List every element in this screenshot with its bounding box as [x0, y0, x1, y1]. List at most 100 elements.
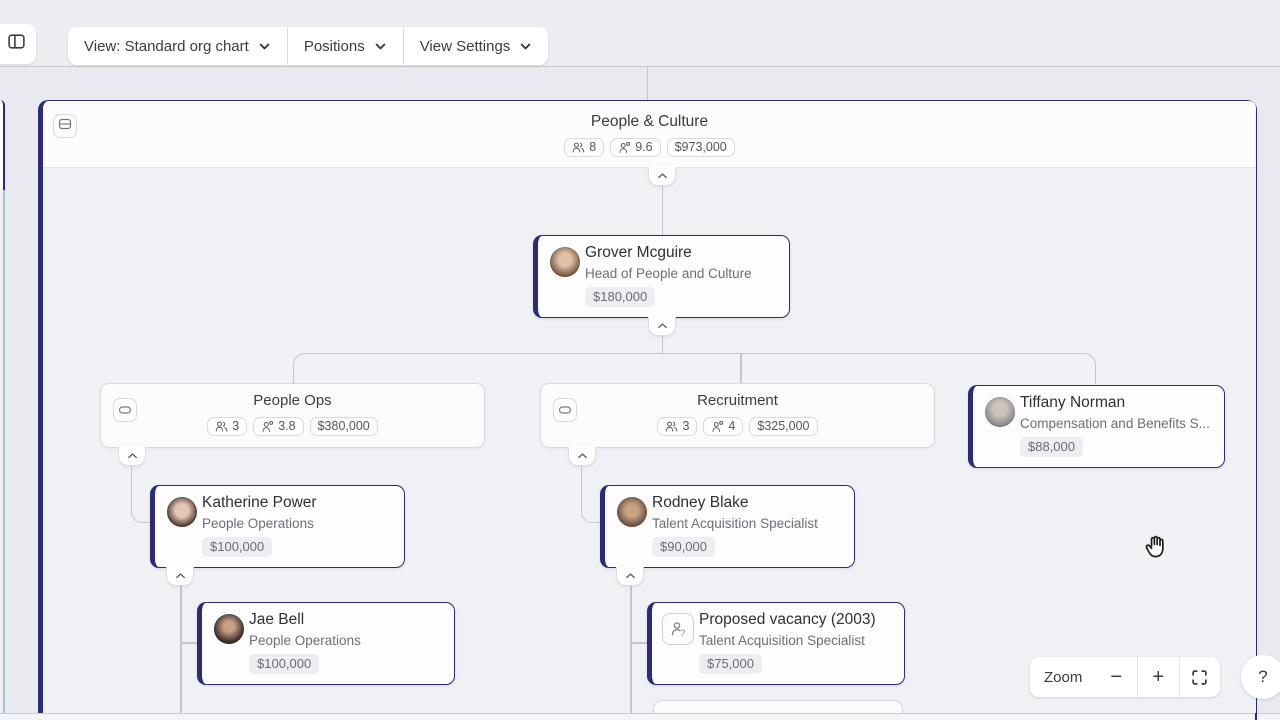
chevron-up-icon [127, 452, 137, 458]
person-job-title: People Operations [202, 516, 314, 531]
connector-line [181, 642, 197, 644]
person-fte-icon [262, 420, 274, 432]
vacancy-person-icon: ? [662, 613, 694, 645]
person-name: Tiffany Norman [1020, 394, 1126, 411]
avatar [167, 497, 197, 527]
avatar [617, 497, 647, 527]
person-job-title: Talent Acquisition Specialist [652, 516, 818, 531]
zoom-label: Zoom [1044, 668, 1083, 686]
salary-pill: $90,000 [652, 537, 715, 557]
person-name: Grover Mcguire [585, 244, 692, 261]
help-button[interactable]: ? [1241, 655, 1280, 699]
collapse-children-tab[interactable] [616, 566, 644, 586]
salary-pill: $75,000 [699, 654, 762, 674]
department-stats: 8 9.6 $973,000 [43, 138, 1256, 157]
help-label: ? [1258, 667, 1268, 686]
org-chart-canvas[interactable]: People & Culture 8 9.6 $973,000 [0, 67, 1280, 720]
department-title: People Ops [253, 392, 332, 409]
collapsed-group-icon [118, 406, 132, 414]
view-settings-dropdown-label: View Settings [419, 37, 511, 55]
person-card-vacancy[interactable]: ? Proposed vacancy (2003) Talent Acquisi… [647, 602, 905, 685]
people-icon [572, 142, 585, 152]
person-card-tiffany[interactable]: Tiffany Norman Compensation and Benefits… [968, 385, 1225, 468]
bottom-edge-bar [0, 713, 1280, 720]
clipped-left-container [0, 100, 5, 190]
person-card-rodney[interactable]: Rodney Blake Talent Acquisition Speciali… [600, 485, 855, 568]
connector-line [646, 67, 648, 100]
sidebar-icon [7, 32, 26, 56]
connector-line [631, 642, 647, 644]
person-card-grover[interactable]: Grover Mcguire Head of People and Cultur… [533, 235, 790, 318]
dept-box-people-ops[interactable]: People Ops 3 3.8 $380,000 [100, 383, 485, 448]
divider [1137, 657, 1138, 697]
clipped-bottom-card [653, 700, 903, 716]
department-stats: 3 3.8 $380,000 [101, 417, 484, 436]
expand-department-button[interactable] [113, 398, 137, 422]
department-stats: 3 4 $325,000 [541, 417, 934, 436]
dept-box-recruitment[interactable]: Recruitment 3 4 $325,000 [540, 383, 935, 448]
person-name: Proposed vacancy (2003) [699, 611, 876, 628]
collapse-children-tab[interactable] [568, 446, 596, 466]
headcount-badge: 3 [657, 417, 698, 436]
connector-elbow [581, 465, 600, 523]
toolbar: View: Standard org chart Positions View … [0, 0, 1280, 67]
person-fte-icon [619, 141, 631, 153]
person-job-title: Head of People and Culture [585, 266, 752, 281]
connector-line [180, 585, 182, 714]
zoom-in-button[interactable]: + [1152, 665, 1165, 688]
salary-pill: $180,000 [585, 287, 656, 307]
people-icon [666, 421, 678, 431]
chevron-down-icon [258, 40, 271, 53]
chevron-down-icon [519, 40, 532, 53]
fte-badge: 4 [703, 417, 744, 436]
budget-badge: $973,000 [666, 138, 735, 157]
chevron-up-icon [657, 173, 667, 179]
headcount-badge: 3 [207, 417, 248, 436]
avatar [550, 247, 580, 277]
collapse-department-button[interactable] [53, 114, 77, 138]
headcount-badge: 8 [564, 138, 605, 157]
chevron-up-icon [175, 572, 185, 578]
person-job-title: People Operations [249, 633, 361, 648]
person-job-title: Compensation and Benefits S... [1020, 416, 1210, 431]
collapse-icon [57, 116, 73, 137]
avatar [985, 397, 1015, 427]
expand-department-button[interactable] [553, 398, 577, 422]
person-name: Jae Bell [249, 611, 305, 628]
collapse-children-tab[interactable] [166, 566, 194, 586]
collapse-children-tab[interactable] [648, 316, 676, 336]
fit-screen-button[interactable] [1180, 657, 1221, 697]
connector-elbow [131, 465, 150, 523]
person-card-katherine[interactable]: Katherine Power People Operations $100,0… [150, 485, 405, 568]
hand-cursor [1142, 533, 1169, 565]
zoom-out-button[interactable]: − [1110, 666, 1122, 688]
budget-badge: $380,000 [309, 417, 378, 436]
salary-pill: $100,000 [249, 654, 320, 674]
connector-line [661, 186, 663, 235]
svg-text:?: ? [680, 628, 685, 638]
connector-line [630, 585, 632, 714]
view-dropdown[interactable]: View: Standard org chart [68, 27, 287, 65]
people-icon [215, 421, 228, 431]
sidebar-toggle-button[interactable] [0, 24, 36, 64]
chevron-up-icon [657, 322, 667, 328]
salary-pill: $88,000 [1020, 437, 1083, 457]
collapse-children-tab[interactable] [648, 167, 676, 186]
collapse-children-tab[interactable] [118, 446, 146, 466]
view-settings-dropdown[interactable]: View Settings [402, 27, 549, 65]
department-header: People & Culture 8 9.6 $973,000 [43, 101, 1256, 168]
salary-pill: $100,000 [202, 537, 273, 557]
positions-dropdown[interactable]: Positions [286, 27, 403, 65]
fte-badge: 9.6 [610, 138, 661, 157]
fullscreen-icon [1192, 669, 1207, 685]
budget-badge: $325,000 [749, 417, 818, 436]
person-job-title: Talent Acquisition Specialist [699, 633, 865, 648]
person-card-jae[interactable]: Jae Bell People Operations $100,000 [197, 602, 455, 685]
zoom-controls: Zoom − + [1030, 657, 1220, 697]
toolbar-button-group: View: Standard org chart Positions View … [68, 27, 549, 65]
container-border-segment [1255, 713, 1257, 720]
view-dropdown-label: View: Standard org chart [84, 37, 249, 55]
clipped-left-container-body [0, 190, 5, 720]
chevron-up-icon [625, 572, 635, 578]
